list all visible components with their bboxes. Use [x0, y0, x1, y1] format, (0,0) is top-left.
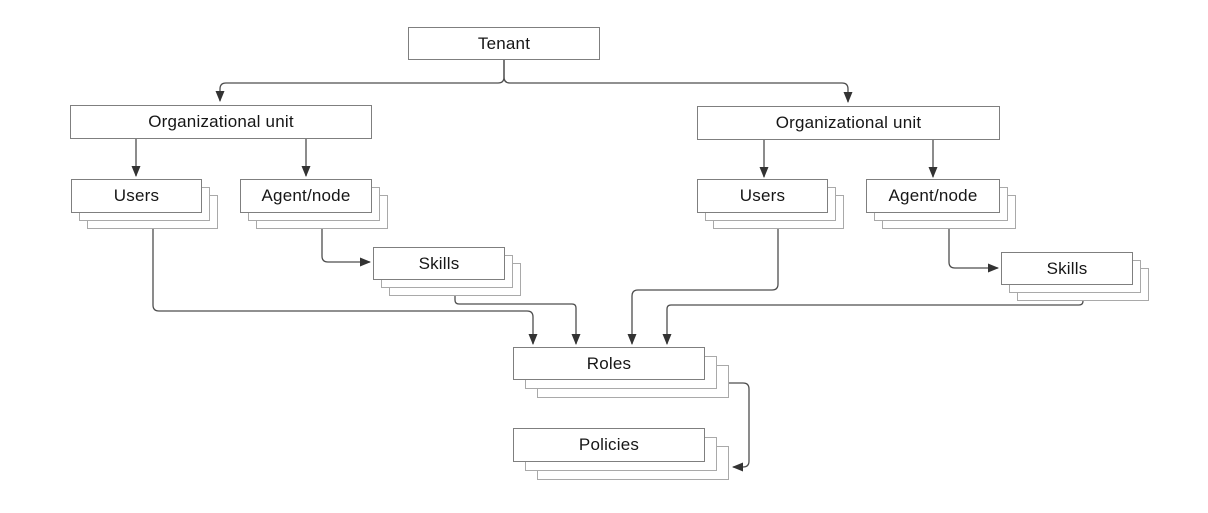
tenant-label: Tenant [477, 33, 531, 53]
tenant-node: Tenant [408, 27, 600, 60]
agent-node-left-node: Agent/node [240, 179, 388, 229]
policies-label: Policies [578, 435, 640, 454]
edge-tenant-to-org-unit-left [215, 60, 505, 102]
policies-node: Policies [513, 428, 729, 480]
skills-right-label: Skills [1046, 258, 1088, 278]
org-unit-left-label: Organizational unit [148, 112, 294, 131]
agent-node-right-label: Agent/node [888, 186, 978, 205]
skills-left-node: Skills [373, 247, 521, 296]
skills-right-node: Skills [1001, 252, 1149, 301]
edge-skills-left-to-roles [454, 296, 581, 345]
org-unit-left-node: Organizational unit [70, 105, 372, 139]
users-left-node: Users [71, 179, 218, 229]
roles-node: Roles [513, 347, 729, 398]
skills-left-label: Skills [418, 253, 460, 273]
users-right-label: Users [739, 186, 786, 205]
users-right-node: Users [697, 179, 844, 229]
edge-agent-node-right-to-skills-right [948, 229, 999, 273]
edge-tenant-to-org-unit-right [503, 60, 853, 103]
users-left-label: Users [113, 186, 160, 205]
agent-node-right-node: Agent/node [866, 179, 1016, 229]
edge-roles-to-policies [729, 382, 750, 472]
edge-users-left-to-roles [152, 229, 538, 345]
org-unit-right-label: Organizational unit [775, 113, 922, 132]
edge-users-right-to-roles [627, 229, 779, 345]
edge-agent-node-left-to-skills-left [321, 229, 371, 267]
edge-skills-right-to-roles [662, 300, 1084, 345]
org-unit-right-node: Organizational unit [697, 106, 1000, 140]
roles-label: Roles [586, 353, 632, 373]
agent-node-left-label: Agent/node [261, 186, 351, 205]
